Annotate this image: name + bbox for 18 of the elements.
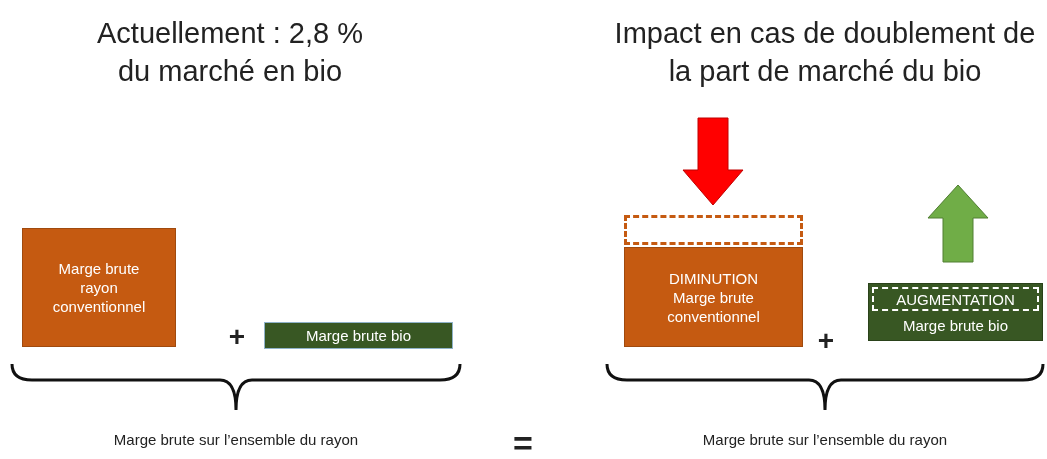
block-text: Marge brute bio (902, 315, 1009, 335)
margin-block (22, 228, 176, 347)
panel-heading: Actuellement : 2,8 % du marché en bio (96, 16, 364, 89)
block-text: Marge brute rayon conventionnel (51, 259, 147, 316)
block-text: Marge brute bio (305, 326, 412, 345)
margin-block (868, 283, 1043, 341)
panel-heading: Impact en cas de doublement de la part de marché du bio (613, 16, 1037, 89)
margin-block (624, 247, 803, 347)
plus-sign: + (227, 322, 247, 352)
total-label: Marge brute sur l’ensemble du rayon (701, 430, 949, 450)
block-text: Marge brute conventionnel (666, 287, 761, 326)
plus-sign: + (816, 326, 836, 356)
block-text: DIMINUTION (668, 268, 759, 288)
total-label: Marge brute sur l’ensemble du rayon (112, 430, 360, 450)
equals-sign: = (512, 428, 534, 458)
block-text: AUGMENTATION (896, 289, 1015, 309)
margin-bar (264, 322, 453, 349)
dashed-outline-box (872, 287, 1039, 311)
